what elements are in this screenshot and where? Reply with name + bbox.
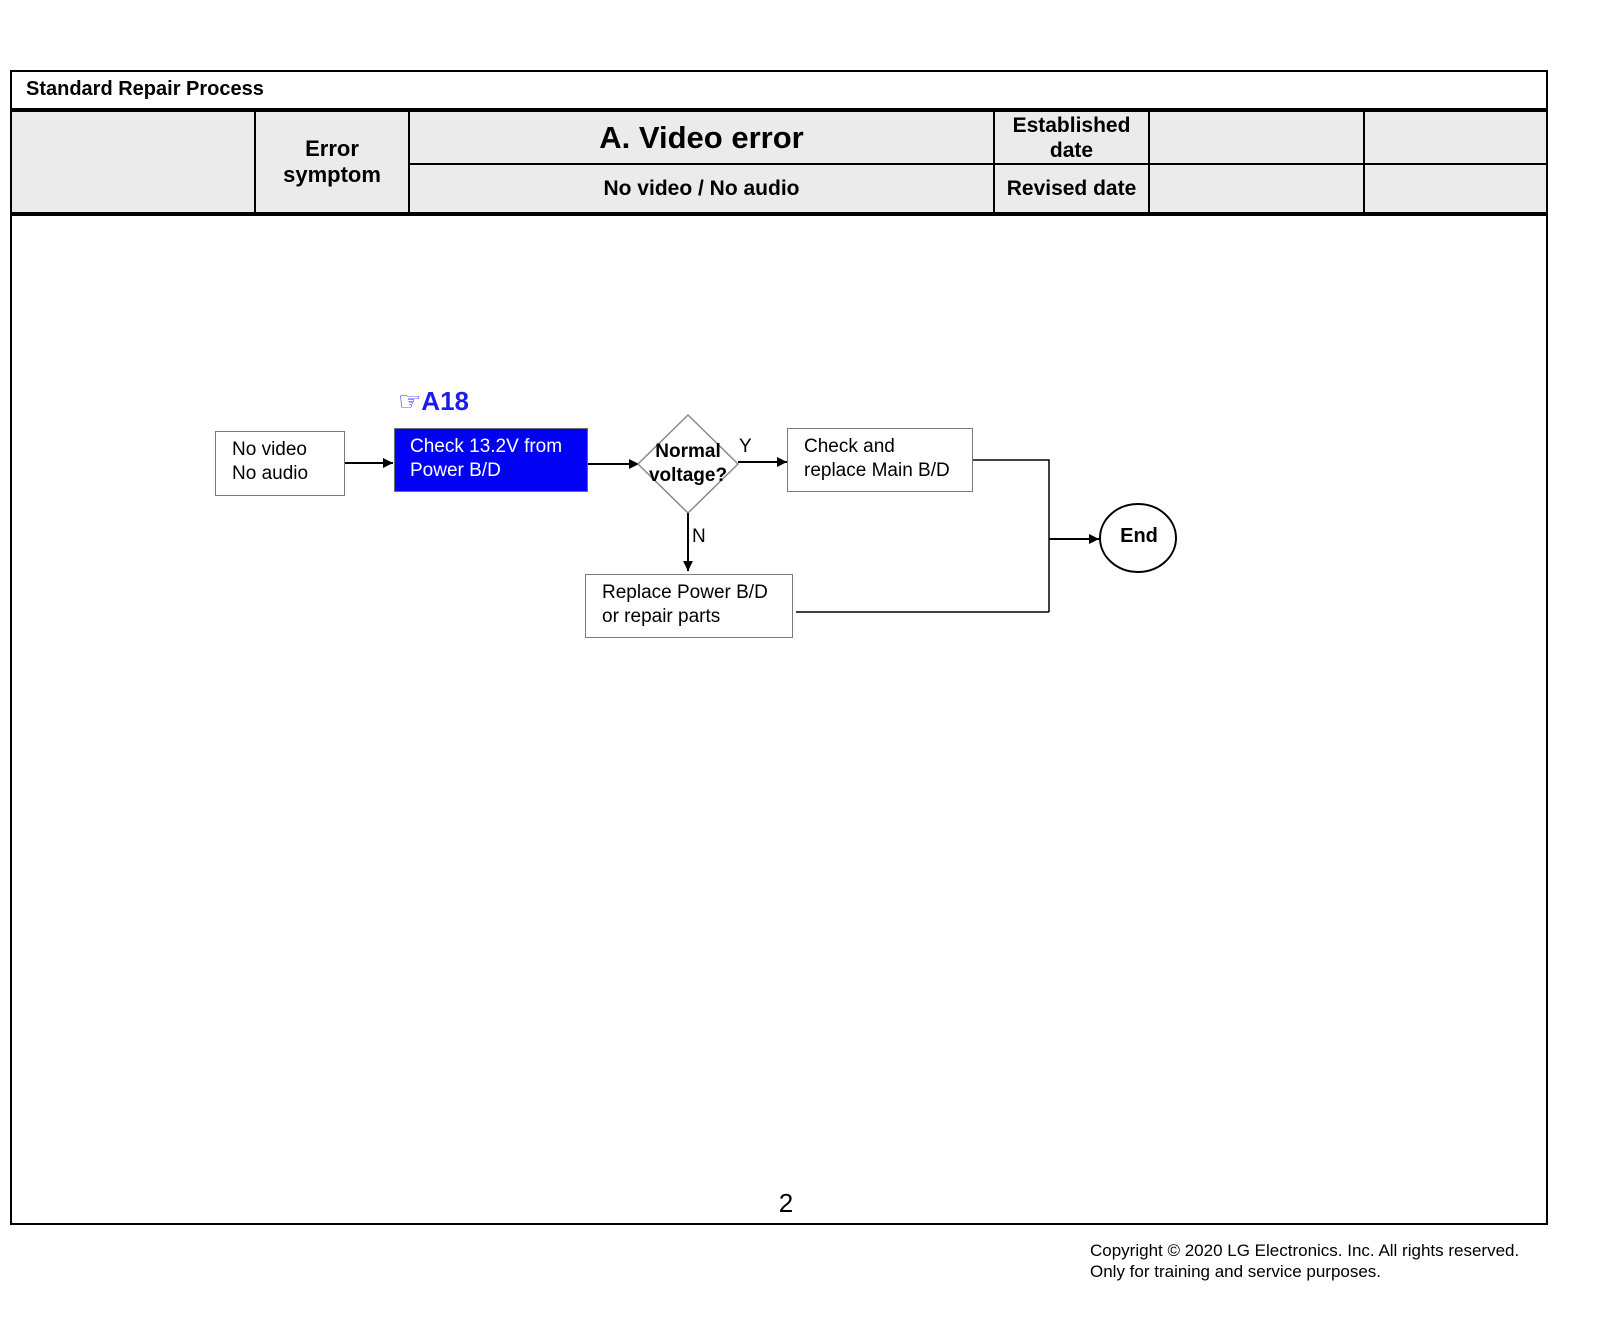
start-line-2: No audio: [232, 463, 309, 484]
main-title: A. Video error: [599, 119, 804, 155]
copyright-notice: Copyright © 2020 LG Electronics. Inc. Al…: [1090, 1240, 1519, 1282]
header-divider: [408, 112, 410, 212]
copyright-line-2: Only for training and service purposes.: [1090, 1262, 1382, 1281]
reference-tag-a18[interactable]: ☞A18: [398, 386, 470, 416]
replace-power-board-node: Replace Power B/D or repair parts: [585, 574, 793, 638]
revised-date-label: Revised date: [1006, 176, 1137, 200]
yes-action-line-1: Check and: [804, 436, 895, 457]
end-node-label: End: [1120, 525, 1158, 547]
header-table: Error symptom A. Video error No video / …: [12, 108, 1546, 216]
yes-label: Y: [739, 436, 752, 457]
header-divider: [254, 112, 256, 212]
established-date-label: Established date: [1012, 113, 1131, 162]
no-action-line-2: or repair parts: [602, 606, 721, 627]
decision-label: Normal voltage?: [640, 440, 736, 488]
yes-action-line-2: replace Main B/D: [804, 460, 950, 481]
header-divider: [1363, 112, 1365, 212]
decision-line-1: Normal: [655, 441, 721, 462]
decision-line-2: voltage?: [648, 465, 728, 486]
no-label: N: [692, 526, 706, 547]
header-row-divider: [408, 163, 1546, 165]
start-line-1: No video: [232, 439, 307, 460]
connector-yes-to-merge: [973, 459, 1050, 612]
check-line-2: Power B/D: [410, 460, 501, 481]
header-divider: [1148, 112, 1150, 212]
end-ellipse: [1099, 503, 1177, 573]
start-node: No video No audio: [215, 431, 345, 496]
error-symptom-label: Error symptom: [283, 136, 381, 187]
check-line-1: Check 13.2V from: [410, 436, 563, 457]
document-frame: Standard Repair Process Error symptom A.…: [10, 70, 1548, 1225]
copyright-line-1: Copyright © 2020 LG Electronics. Inc. Al…: [1090, 1241, 1520, 1260]
page-number: 2: [778, 1188, 794, 1218]
check-voltage-node: Check 13.2V from Power B/D: [394, 428, 588, 492]
replace-main-board-node: Check and replace Main B/D: [787, 428, 973, 492]
header-divider: [993, 112, 995, 212]
no-action-line-1: Replace Power B/D: [602, 582, 768, 603]
subtitle: No video / No audio: [603, 176, 800, 200]
document-title: Standard Repair Process: [26, 78, 264, 100]
